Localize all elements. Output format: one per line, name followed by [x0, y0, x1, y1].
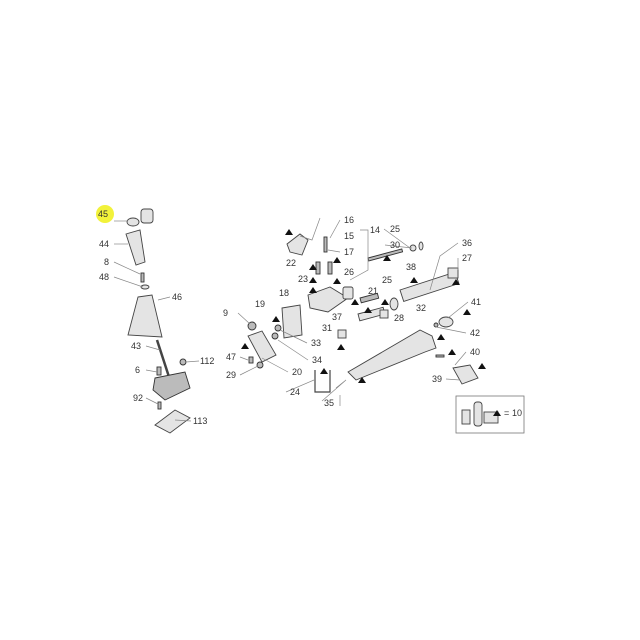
callout-48[interactable]: 48: [99, 272, 109, 282]
callout-39[interactable]: 39: [432, 374, 442, 384]
callout-34[interactable]: 34: [312, 355, 322, 365]
callout-31[interactable]: 31: [322, 323, 332, 333]
callout-92[interactable]: 92: [133, 393, 143, 403]
callout-45[interactable]: 45: [98, 209, 108, 219]
callout-38[interactable]: 38: [406, 262, 416, 272]
callout-9[interactable]: 9: [223, 308, 228, 318]
callout-113[interactable]: 113: [193, 416, 207, 426]
callout-17[interactable]: 17: [344, 247, 354, 257]
callout-27[interactable]: 27: [462, 253, 472, 263]
callout-25b[interactable]: 25: [382, 275, 392, 285]
callout-25a[interactable]: 25: [390, 224, 400, 234]
callout-21[interactable]: 21: [368, 286, 378, 296]
callout-35[interactable]: 35: [324, 398, 334, 408]
callout-14[interactable]: 14: [370, 225, 380, 235]
callout-40[interactable]: 40: [470, 347, 480, 357]
callout-36[interactable]: 36: [462, 238, 472, 248]
leader-lines: [113, 217, 469, 422]
callout-15[interactable]: 15: [344, 231, 354, 241]
callout-28[interactable]: 28: [394, 313, 404, 323]
callout-41[interactable]: 41: [471, 297, 481, 307]
callout-112[interactable]: 112: [200, 356, 214, 366]
callout-24[interactable]: 24: [290, 387, 300, 397]
callout-labels: 45 44 8 48 46 43 6 112 92 113 16 15 14 1…: [98, 209, 481, 426]
triangle-icon: [493, 410, 501, 416]
legend-quantity: 10: [512, 408, 522, 418]
callout-43[interactable]: 43: [131, 341, 141, 351]
callout-23[interactable]: 23: [298, 274, 308, 284]
callout-30[interactable]: 30: [390, 240, 400, 250]
callout-44[interactable]: 44: [99, 239, 109, 249]
callout-37[interactable]: 37: [332, 312, 342, 322]
callout-19[interactable]: 19: [255, 299, 265, 309]
highlight-marker: [96, 205, 114, 223]
callout-33[interactable]: 33: [311, 338, 321, 348]
callout-42[interactable]: 42: [470, 328, 480, 338]
callout-32[interactable]: 32: [416, 303, 426, 313]
legend-equals: =: [504, 408, 509, 418]
kit-legend: = 10: [455, 395, 525, 434]
callout-20[interactable]: 20: [292, 367, 302, 377]
callout-18[interactable]: 18: [279, 288, 289, 298]
callout-22[interactable]: 22: [286, 258, 296, 268]
callout-6[interactable]: 6: [135, 365, 140, 375]
callout-29[interactable]: 29: [226, 370, 236, 380]
callout-8[interactable]: 8: [104, 257, 109, 267]
callout-26[interactable]: 26: [344, 267, 354, 277]
callout-46[interactable]: 46: [172, 292, 182, 302]
kit-marker-icons: [241, 229, 486, 383]
callout-16[interactable]: 16: [344, 215, 354, 225]
callout-47[interactable]: 47: [226, 352, 236, 362]
selector-assembly: [247, 233, 479, 393]
